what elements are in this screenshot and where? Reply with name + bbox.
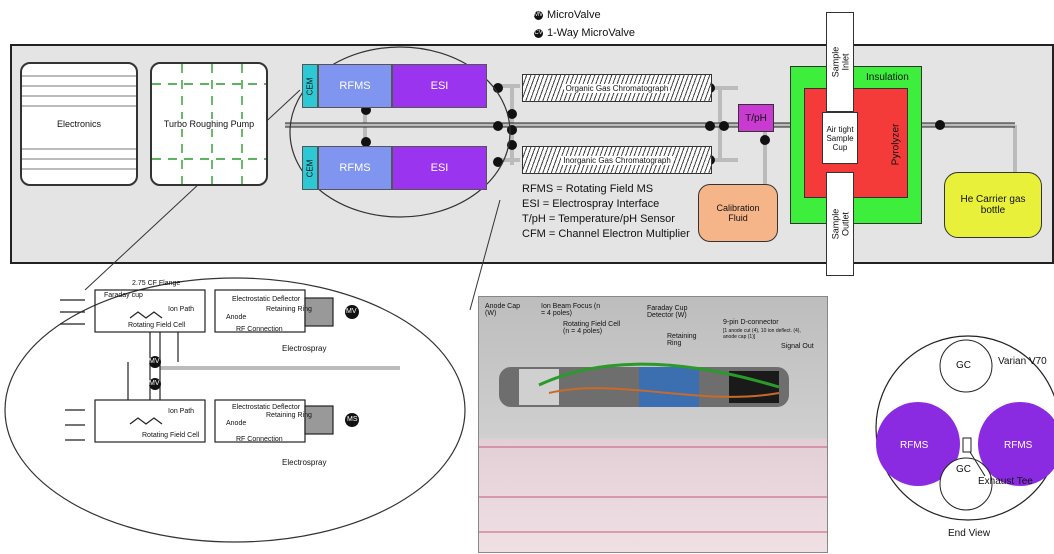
end-view-exhaust: Exhaust Tee xyxy=(978,476,1033,487)
end-view-title: End View xyxy=(948,528,990,539)
end-view-varian: Varian V70 xyxy=(998,356,1047,367)
end-view-rfms-left: RFMS xyxy=(900,440,928,451)
end-view-rfms-right: RFMS xyxy=(1004,440,1032,451)
end-view-gc-bottom: GC xyxy=(956,464,971,475)
end-view-gc-top: GC xyxy=(956,360,971,371)
